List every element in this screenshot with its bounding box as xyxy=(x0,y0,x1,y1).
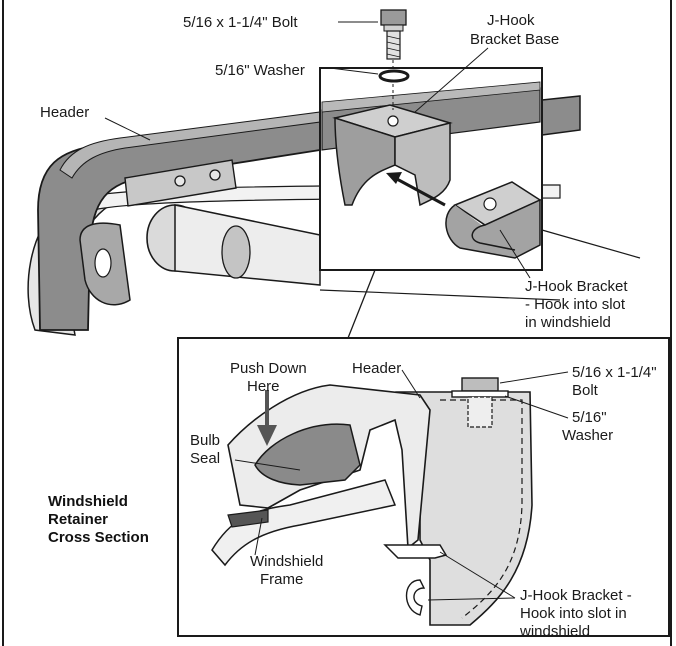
leader-cs-bolt xyxy=(499,371,569,384)
jhook-bracket-hook xyxy=(445,198,541,259)
insert-arrow-line xyxy=(394,176,446,207)
zoom-header-top xyxy=(321,81,541,113)
leader-jhook-bracket xyxy=(499,229,531,279)
cs-dark-strip xyxy=(227,509,269,528)
cs-bulb-seal xyxy=(254,423,361,486)
leader-cs-jhook-1 xyxy=(439,551,516,599)
label-frame-1: Windshield xyxy=(250,553,323,570)
cs-bolt-shank xyxy=(467,396,493,428)
jhook-base-left xyxy=(334,116,396,206)
cs-header-housing xyxy=(395,391,533,626)
cs-washer xyxy=(451,390,509,398)
label-cs-jhook-1: J-Hook Bracket - xyxy=(520,587,632,604)
label-cs-washer-1: 5/16" xyxy=(572,409,607,426)
side-clamp-hole xyxy=(94,248,112,278)
frame-line-right-2 xyxy=(319,289,561,301)
label-push-2: Here xyxy=(247,378,280,395)
push-arrow-head xyxy=(257,425,277,446)
label-cs-bolt-2: Bolt xyxy=(572,382,599,399)
leader-cs-washer xyxy=(504,395,569,419)
jhook-bracket-hole xyxy=(483,197,497,211)
bolt-thread-1 xyxy=(386,35,401,40)
label-bulb-2: Seal xyxy=(190,450,220,467)
label-cs-jhook-2: Hook into slot in xyxy=(520,605,627,622)
bolt-head-icon xyxy=(380,9,407,26)
top-bolt-assembly xyxy=(378,9,410,110)
label-cs-washer-2: Washer xyxy=(562,427,613,444)
bolt-thread-3 xyxy=(386,47,401,52)
insert-arrow-head xyxy=(386,172,402,184)
label-washer: 5/16" Washer xyxy=(215,62,305,79)
header-bar-right xyxy=(541,95,581,136)
connector-line xyxy=(347,269,376,339)
bolt-thread-2 xyxy=(386,41,401,46)
section-title-2: Retainer xyxy=(48,511,108,528)
roller-cap xyxy=(221,225,251,279)
label-jhook-bracket-3: in windshield xyxy=(525,314,611,331)
label-bolt: 5/16 x 1-1/4" Bolt xyxy=(183,14,298,31)
bolt-thread-4 xyxy=(386,53,401,58)
leader-washer xyxy=(329,67,379,75)
label-push-1: Push Down xyxy=(230,360,307,377)
label-cs-bolt-1: 5/16 x 1-1/4" xyxy=(572,364,657,381)
leader-cs-jhook-2 xyxy=(427,597,516,601)
leader-cs-bulb xyxy=(234,459,301,471)
label-bulb-1: Bulb xyxy=(190,432,220,449)
screw-1 xyxy=(174,175,186,187)
cross-section-drawing xyxy=(211,377,533,626)
screw-2 xyxy=(209,169,221,181)
leader-jhook-base xyxy=(414,47,489,113)
label-jhook-bracket-1: J-Hook Bracket xyxy=(525,278,628,295)
cs-header-dashed xyxy=(440,399,523,619)
cs-jhook-bracket xyxy=(383,544,448,559)
zoom-box-contents xyxy=(321,81,542,259)
label-frame-2: Frame xyxy=(260,571,303,588)
leader-cs-header xyxy=(401,369,421,399)
frame-line-right xyxy=(541,229,641,259)
bolt-neck xyxy=(383,24,404,32)
section-title-1: Windshield xyxy=(48,493,128,510)
label-cs-jhook-3: windshield xyxy=(519,623,590,640)
cs-jhook-lower xyxy=(405,579,426,616)
label-jhook-base-1: J-Hook xyxy=(487,12,535,29)
label-header-top: Header xyxy=(40,104,89,121)
leader-header-top xyxy=(104,117,151,141)
label-jhook-base-2: Bracket Base xyxy=(470,31,559,48)
label-jhook-bracket-2: - Hook into slot xyxy=(525,296,626,313)
cs-bolt-head xyxy=(461,377,499,392)
section-title-3: Cross Section xyxy=(48,529,149,546)
washer-icon xyxy=(378,69,410,83)
jhook-base-hole xyxy=(387,115,399,127)
label-cs-header: Header xyxy=(352,360,401,377)
leader-cs-frame xyxy=(254,517,263,556)
